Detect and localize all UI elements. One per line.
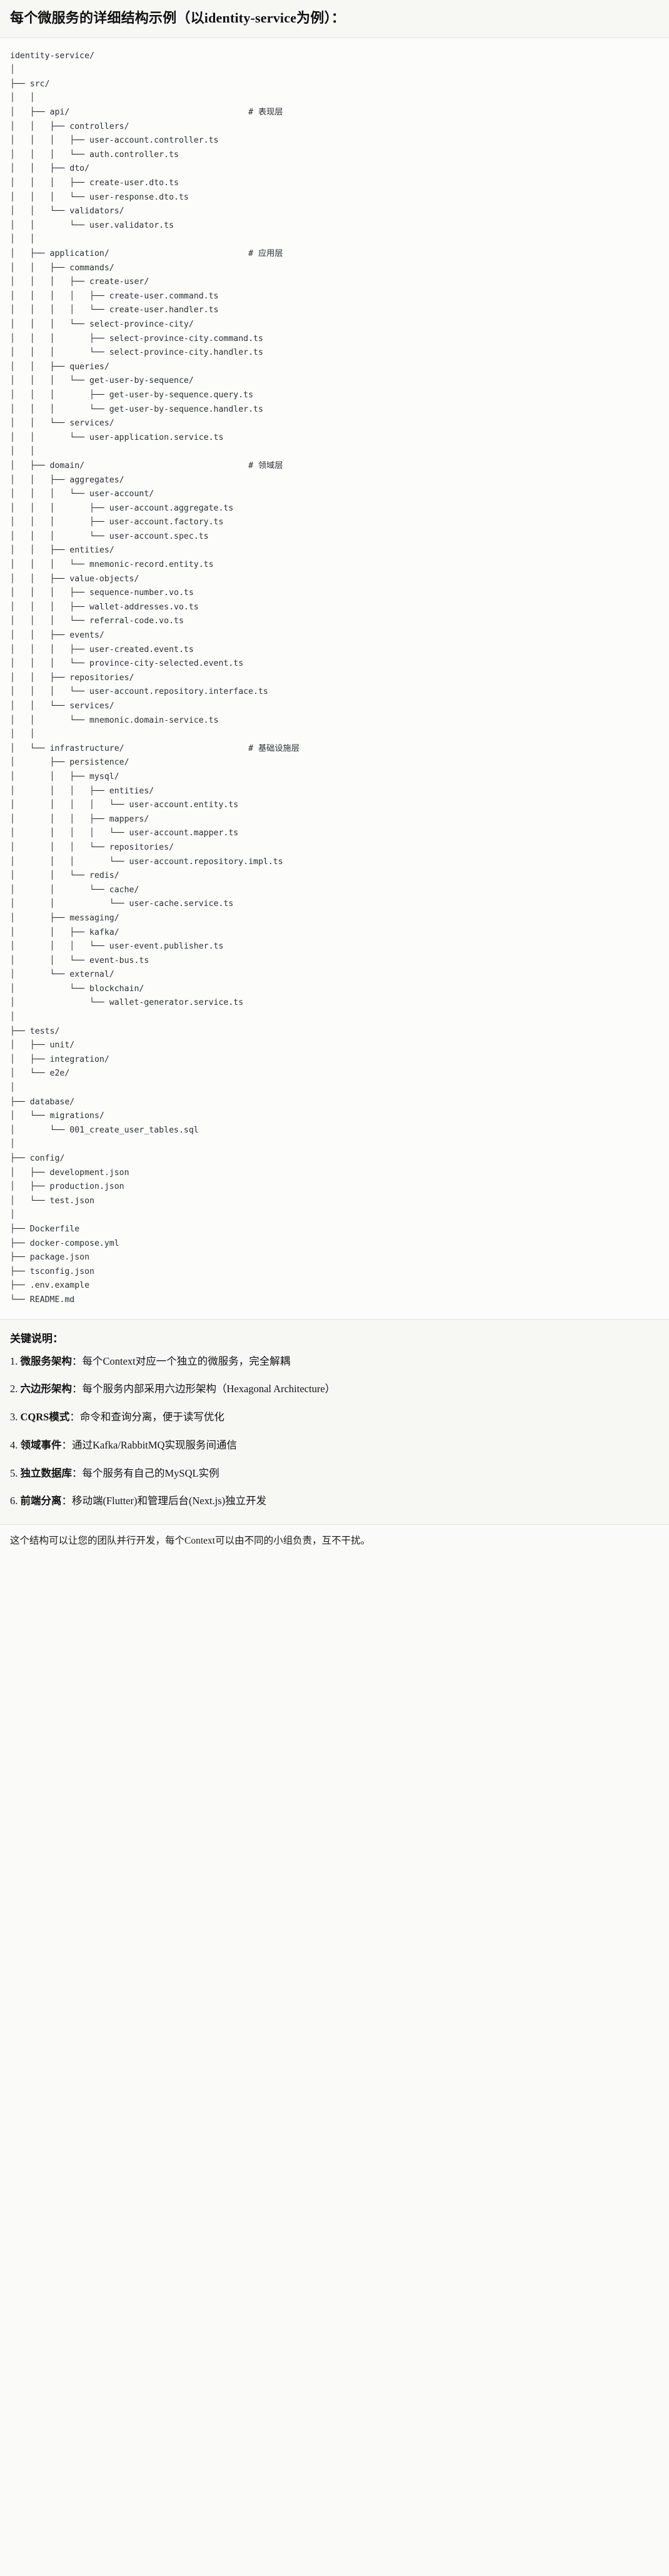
note-separator: ： [61,1495,73,1507]
footer-section: 这个结构可以让您的团队并行开发，每个Context可以由不同的小组负责，互不干扰… [0,1525,669,1560]
list-item: 领域事件：通过Kafka/RabbitMQ实现服务间通信 [10,1438,659,1453]
note-description: 通过Kafka/RabbitMQ实现服务间通信 [72,1438,237,1451]
directory-tree-section: identity-service/ │ ├── src/ │ │ │ ├── a… [0,38,669,1320]
note-term: 微服务架构 [20,1355,73,1367]
note-separator: ： [72,1355,83,1367]
directory-tree[interactable]: identity-service/ │ ├── src/ │ │ │ ├── a… [10,51,299,1305]
header-section: 每个微服务的详细结构示例（以identity-service为例）： [0,0,669,38]
note-separator: ： [72,1383,83,1395]
footer-summary-text: 这个结构可以让您的团队并行开发，每个Context可以由不同的小组负责，互不干扰… [10,1535,371,1547]
note-separator: ： [72,1467,83,1479]
note-term: CQRS模式 [20,1411,70,1423]
note-description: 每个服务内部采用六边形架构（Hexagonal Architecture） [82,1383,336,1395]
list-item: 六边形架构：每个服务内部采用六边形架构（Hexagonal Architectu… [10,1382,659,1397]
key-notes-title: 关键说明： [10,1332,63,1345]
note-description: 命令和查询分离，便于读写优化 [79,1411,224,1423]
list-item: 独立数据库：每个服务有自己的MySQL实例 [10,1466,659,1482]
list-item: CQRS模式：命令和查询分离，便于读写优化 [10,1410,659,1425]
list-item: 微服务架构：每个Context对应一个独立的微服务，完全解耦 [10,1354,659,1370]
note-separator: ： [69,1411,80,1423]
page-title: 每个微服务的详细结构示例（以identity-service为例）： [10,10,345,26]
note-description: 每个Context对应一个独立的微服务，完全解耦 [82,1355,291,1367]
note-description: 每个服务有自己的MySQL实例 [82,1467,219,1479]
note-description: 移动端(Flutter)和管理后台(Next.js)独立开发 [72,1495,267,1507]
note-term: 六边形架构 [20,1383,73,1395]
list-item: 前端分离：移动端(Flutter)和管理后台(Next.js)独立开发 [10,1494,659,1509]
key-notes-section: 关键说明： 微服务架构：每个Context对应一个独立的微服务，完全解耦 六边形… [0,1319,669,1525]
key-notes-list: 微服务架构：每个Context对应一个独立的微服务，完全解耦 六边形架构：每个服… [10,1354,659,1510]
note-term: 独立数据库 [20,1467,73,1479]
note-term: 领域事件 [20,1438,62,1451]
note-term: 前端分离 [20,1495,62,1507]
note-separator: ： [61,1438,73,1451]
